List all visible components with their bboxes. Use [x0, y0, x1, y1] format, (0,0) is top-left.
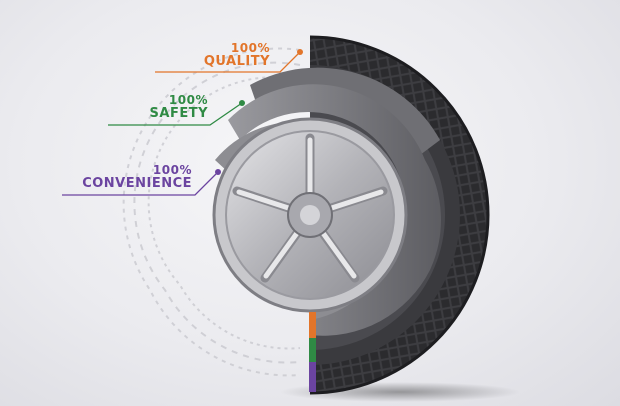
callout-lines [62, 49, 303, 196]
callout-safety: 100% SAFETY [110, 94, 208, 120]
safety-stripe [309, 338, 316, 362]
callout-quality: 100% QUALITY [160, 42, 270, 68]
wheel-rim [212, 117, 408, 313]
tire-track-pattern [122, 47, 301, 377]
convenience-stripe [309, 362, 316, 392]
callout-convenience: 100% CONVENIENCE [62, 164, 192, 190]
convenience-percent: 100% [152, 163, 192, 177]
quality-label: QUALITY [203, 53, 270, 69]
quality-percent: 100% [230, 41, 270, 55]
safety-percent: 100% [168, 93, 208, 107]
quality-stripe [309, 312, 316, 338]
safety-label: SAFETY [149, 105, 208, 121]
convenience-label: CONVENIENCE [82, 175, 192, 191]
